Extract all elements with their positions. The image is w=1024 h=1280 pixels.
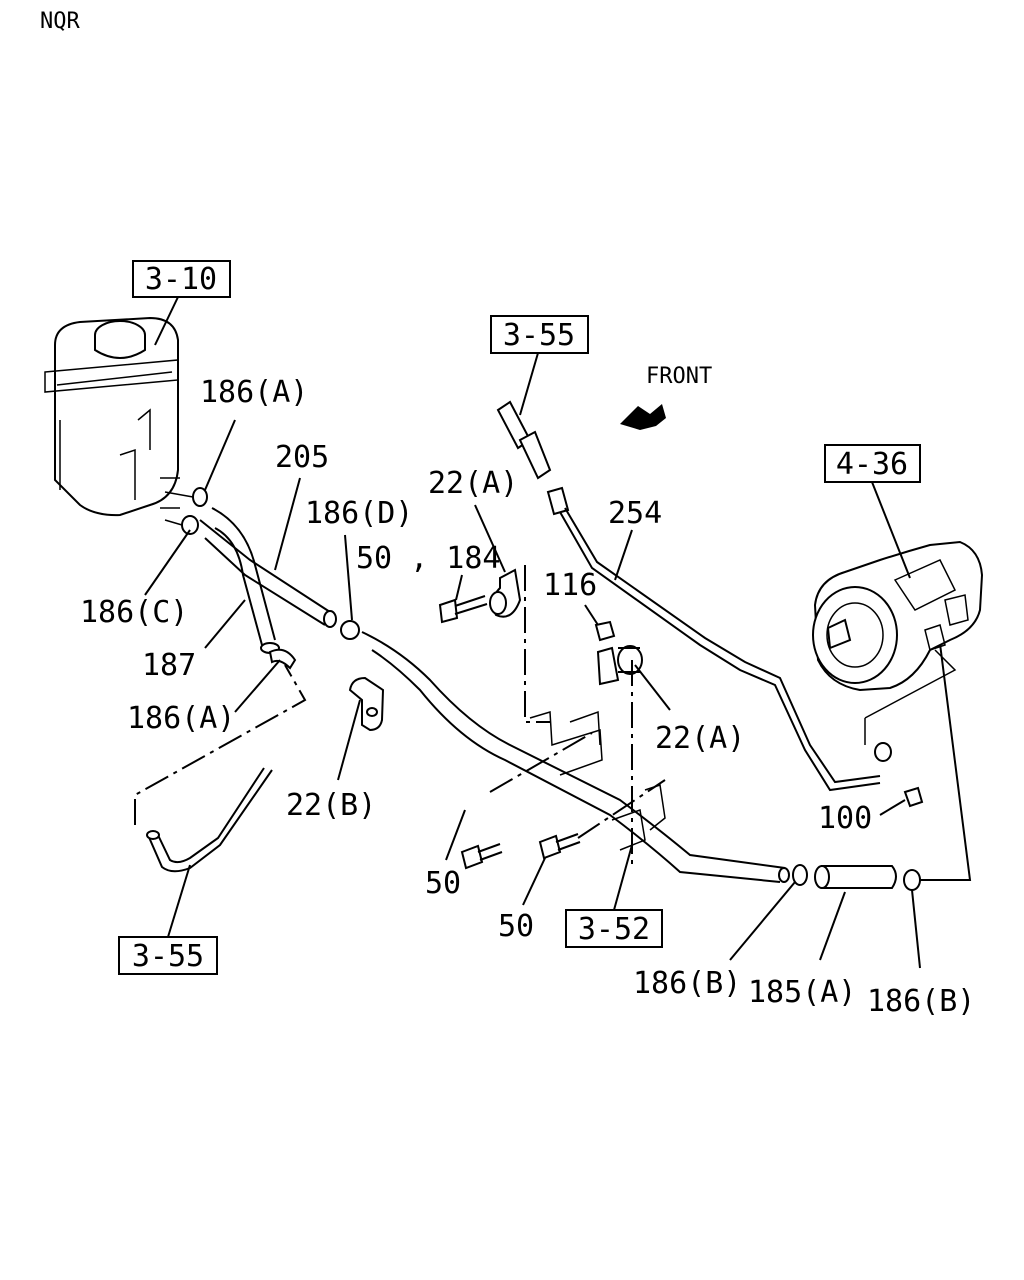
mount-line-lower [134,664,307,825]
ref-label-reservoir[interactable]: 3-10 [145,262,217,297]
mount-line-c [489,732,593,793]
mount-line-d [577,779,666,839]
ref-label-pump[interactable]: 4-36 [836,447,908,482]
ref-box-reservoir[interactable] [132,260,231,298]
model-code: NQR [40,9,80,34]
ref-label-bottom-pipe[interactable]: 3-55 [132,939,204,974]
bolt-50-right [538,833,581,860]
callout-100[interactable]: 100 [818,801,872,836]
bracket-3-52 [529,710,666,851]
hose-185a [814,865,897,889]
callout-254[interactable]: 254 [608,496,662,531]
ref-label-top-pipe[interactable]: 3-55 [503,318,575,353]
hose-187 [211,507,280,654]
callout-186a-top[interactable]: 186(A) [200,375,308,410]
callout-186b-right[interactable]: 186(B) [867,984,975,1019]
clip-22a-top [489,568,522,618]
callout-22a-mid[interactable]: 22(A) [655,721,745,756]
callout-22b[interactable]: 22(B) [286,788,376,823]
ref-box-pump[interactable] [824,444,921,483]
clamp-100 [874,742,924,808]
mount-line-a [524,565,550,723]
clamp-186a-mid [268,648,297,670]
callout-22a-top[interactable]: 22(A) [428,466,518,501]
reservoir-tank [44,316,180,517]
ref-box-top-pipe[interactable] [490,315,589,354]
main-pipe [361,631,790,883]
clamp-186b-right [903,869,921,891]
callout-50-184[interactable]: 50 , 184 [356,541,501,576]
ref-box-bracket[interactable] [565,909,663,948]
hose-205 [199,519,337,628]
callout-186c[interactable]: 186(C) [80,595,188,630]
callout-50-left[interactable]: 50 [425,866,461,901]
callout-50-right[interactable]: 50 [498,909,534,944]
clamp-186c [164,515,199,535]
clip-22a-mid [596,645,643,686]
clamp-186d [340,620,360,640]
clamp-186a-top [164,487,208,507]
callout-186a-mid[interactable]: 186(A) [127,701,235,736]
front-label: FRONT [646,364,712,389]
callout-186d[interactable]: 186(D) [305,496,413,531]
bolt-50-184 [438,595,488,624]
front-arrow-icon [620,404,666,430]
callout-205[interactable]: 205 [275,440,329,475]
callout-187[interactable]: 187 [142,648,196,683]
lower-pipe [146,767,273,873]
power-steering-pump [812,540,984,692]
callout-186b-left[interactable]: 186(B) [633,966,741,1001]
callout-116[interactable]: 116 [543,568,597,603]
nut-116 [594,620,616,642]
clamp-186b-left [792,864,808,886]
ref-label-bracket[interactable]: 3-52 [578,912,650,947]
callout-185a[interactable]: 185(A) [748,975,856,1010]
bolt-50-left [460,843,503,870]
clip-22b [348,676,385,732]
pipe-254 [496,400,881,792]
